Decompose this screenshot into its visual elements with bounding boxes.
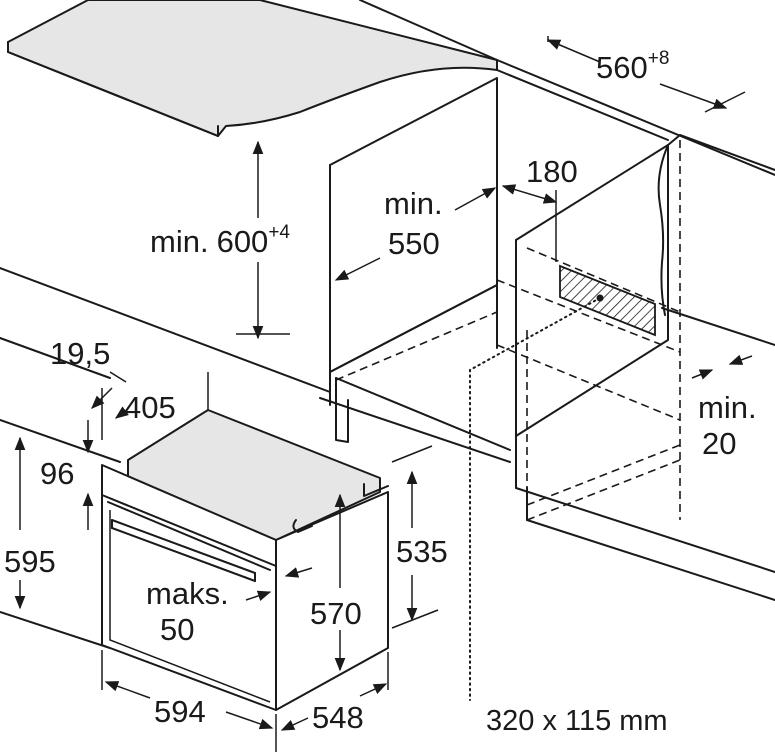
- offset-1-label: 19,5: [50, 336, 110, 371]
- vent-value: 180: [526, 154, 578, 189]
- front-width-label: 594: [154, 694, 206, 729]
- offset-2-label: 405: [124, 390, 176, 425]
- right-panel-edge: [667, 134, 775, 171]
- handle-value: 50: [160, 612, 194, 647]
- body-depth-label: 548: [312, 700, 364, 735]
- niche-width-tolerance: +8: [648, 48, 670, 69]
- opening-size-unit: mm: [619, 705, 667, 737]
- depth-prefix: min.: [384, 186, 443, 221]
- right-countertop: [359, 0, 775, 176]
- niche-height-prefix: min.: [150, 224, 209, 259]
- opening-size-value: 320 x 115: [486, 705, 611, 737]
- oven: [101, 409, 389, 711]
- body-height-1-label: 535: [396, 534, 448, 569]
- niche-width-label: 560+8: [596, 48, 669, 85]
- panel-height-label: 96: [40, 456, 74, 491]
- side-gap-value: 20: [702, 426, 736, 461]
- dimension-lines: [14, 36, 753, 752]
- vent-hatch: [559, 264, 656, 337]
- side-gap-prefix: min.: [698, 390, 757, 425]
- right-panel-base: [661, 307, 775, 346]
- upper-cabinet: [319, 77, 511, 463]
- countertop: [7, 0, 498, 137]
- niche-width-value: 560: [596, 50, 648, 85]
- cable-dotted-line: [469, 297, 601, 701]
- niche-dashed-outline: [335, 140, 681, 521]
- niche-height-value: 600: [217, 224, 269, 259]
- right-side-panel: [515, 144, 775, 601]
- niche-height-tolerance: +4: [268, 222, 290, 243]
- body-height-2-label: 570: [310, 596, 362, 631]
- niche-height-label: min.600+4: [150, 222, 290, 259]
- front-height-label: 595: [4, 544, 56, 579]
- right-panel-cutline: [657, 144, 669, 316]
- handle-prefix: maks.: [146, 576, 229, 611]
- depth-value: 550: [388, 226, 440, 261]
- floor-lines: [0, 267, 331, 649]
